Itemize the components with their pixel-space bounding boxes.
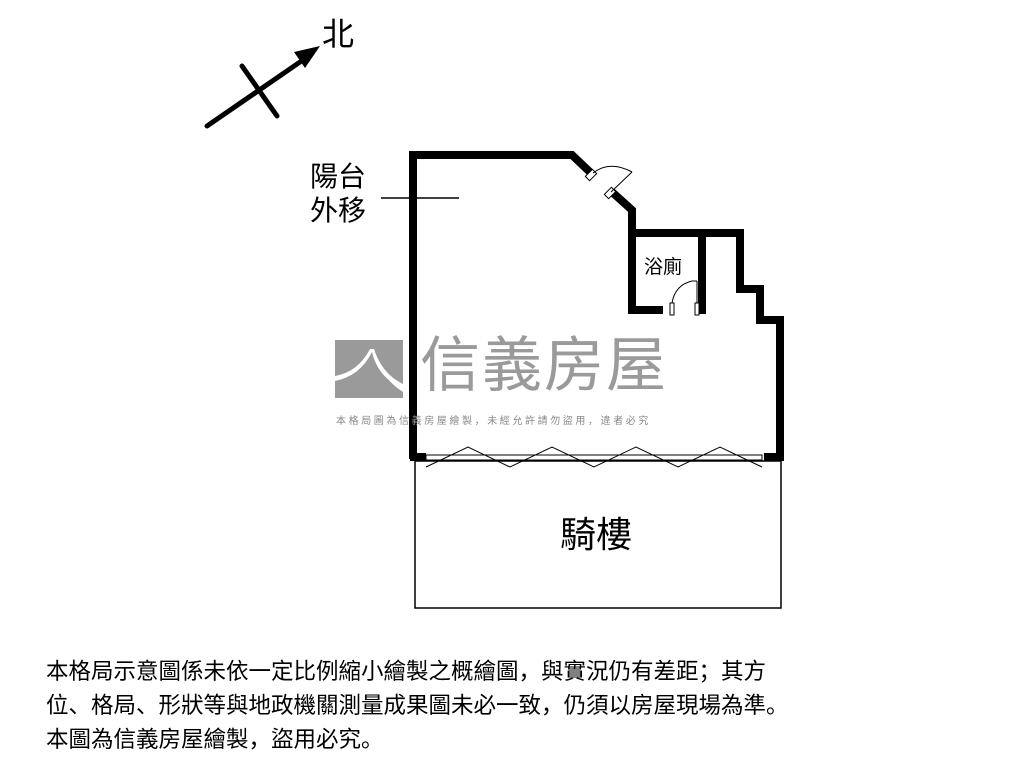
balcony-label-line-2: 外移 [310,194,367,227]
disclaimer-line-1: 本格局示意圖係未依一定比例縮小繪製之概繪圖，與實況仍有差距；其方 [46,659,767,685]
bathroom-label: 浴廁 [644,256,683,278]
arcade-area [414,460,782,609]
arcade-label: 騎樓 [560,515,633,556]
bathroom-door-icon [669,280,700,316]
folding-door-icon [410,446,784,468]
balcony-label-line-1: 陽台 [310,160,367,193]
watermark-subtitle: 本格局圖為信義房屋繪製，未經允許請勿盜用，違者必究 [336,416,651,427]
north-arrow-icon [204,46,320,129]
exterior-walls [409,151,784,459]
watermark-brand: 信義房屋 [420,331,668,401]
brand-logo-icon [335,340,403,398]
north-label: 北 [322,15,355,53]
balcony-moved-out-label: 陽台 外移 [310,160,366,228]
disclaimer-line-2: 位、格局、形狀等與地政機關測量成果圖未必一致，仍須以房屋現場為準。 [46,693,789,719]
entry-door-icon [584,165,633,200]
disclaimer-line-3: 本圖為信義房屋繪製，盜用必究。 [46,727,384,753]
disclaimer-text: 本格局示意圖係未依一定比例縮小繪製之概繪圖，與實況仍有差距；其方 位、格局、形狀… [46,655,1006,757]
